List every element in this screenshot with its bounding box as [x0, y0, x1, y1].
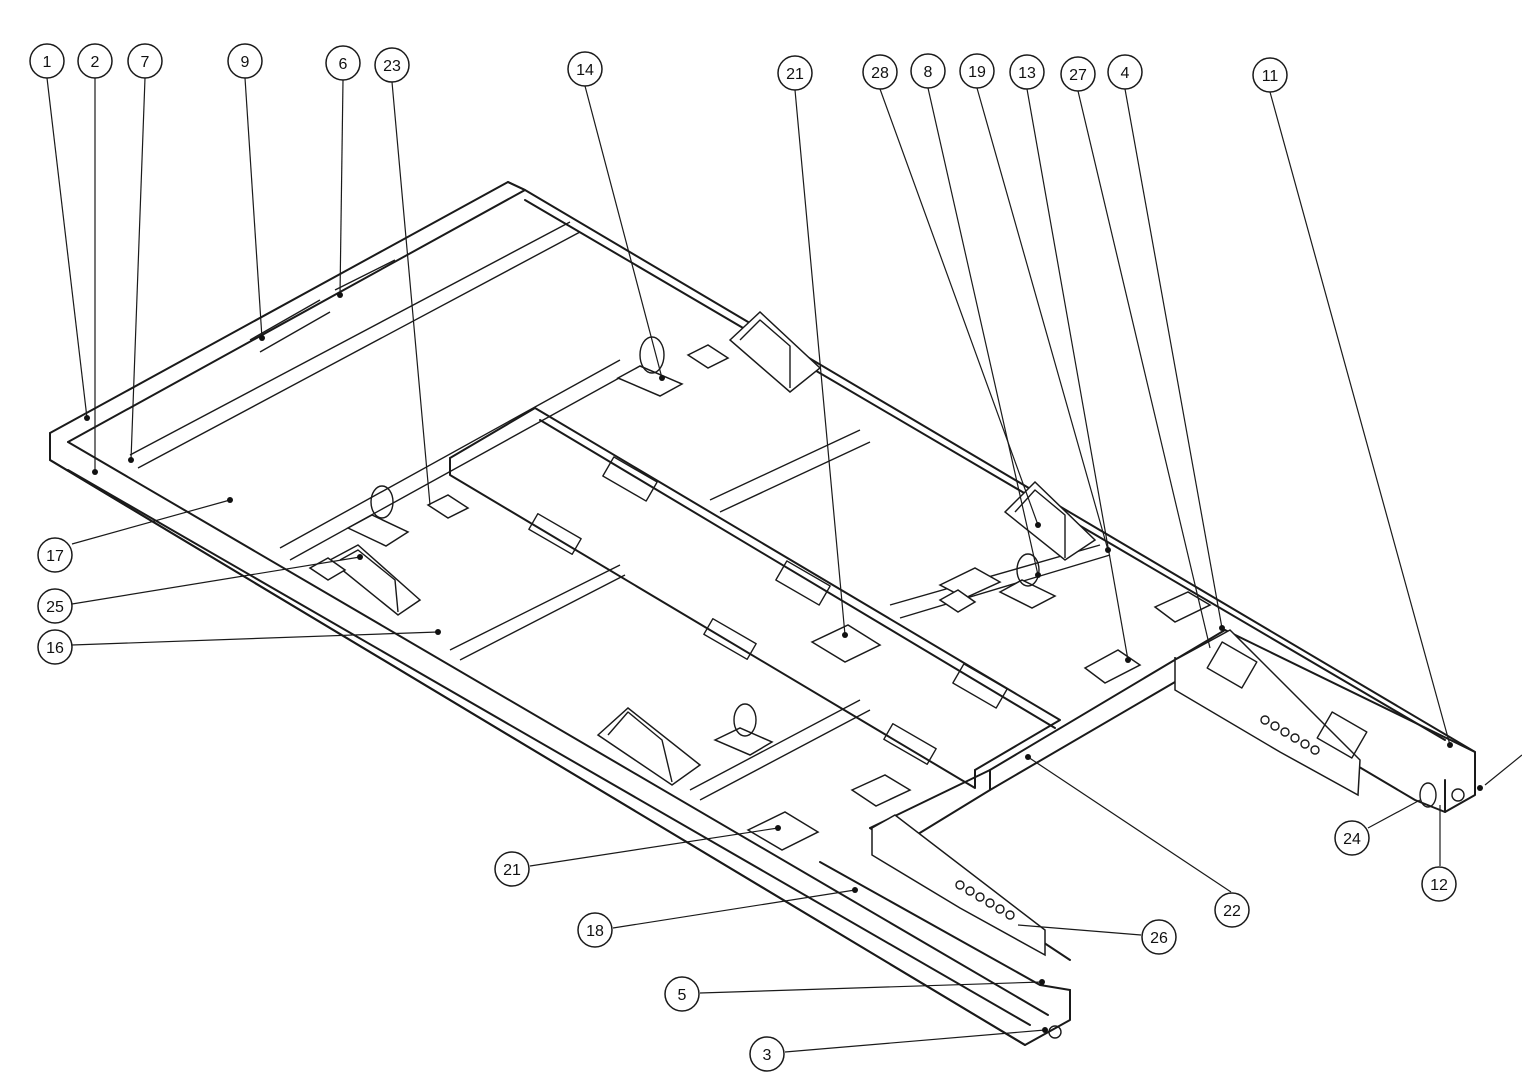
bracket-upper: [728, 310, 822, 393]
right-side-rail: [507, 181, 1476, 813]
hitch-assembly: [871, 629, 1465, 1039]
balloon-13-label: 13: [1018, 65, 1036, 82]
balloon-28: 28: [862, 54, 898, 90]
balloon-9: 9: [227, 43, 263, 79]
balloon-1: 1: [29, 43, 65, 79]
chain-plate-left: [871, 814, 1046, 957]
brackets: [308, 310, 1097, 786]
frame-structure: [49, 181, 1476, 1046]
bracket-left: [328, 544, 422, 616]
balloon-19-label: 19: [968, 64, 986, 81]
bracket-lower: [596, 707, 702, 786]
balloon-7: 7: [127, 43, 163, 79]
balloon-28-label: 28: [871, 65, 889, 82]
balloon-22-label: 22: [1223, 903, 1241, 920]
balloon-26-label: 26: [1150, 930, 1168, 947]
d-ring-left: [346, 485, 410, 547]
balloon-21-bottom-label: 21: [503, 862, 521, 879]
balloon-25-label: 25: [46, 599, 64, 616]
bracket-right: [1003, 480, 1097, 561]
balloon-23: 23: [374, 47, 410, 83]
balloon-22: 22: [1214, 892, 1250, 928]
balloon-1-label: 1: [43, 54, 52, 71]
floor-plate-21-upper: [810, 624, 882, 663]
balloon-24: 24: [1334, 820, 1370, 856]
balloon-3-label: 3: [763, 1047, 772, 1064]
rear-cross-member: [49, 181, 526, 443]
balloon-8-label: 8: [924, 64, 933, 81]
part-balloons: 1 2 7 9 6 23 14 21 28 8 19: [29, 43, 1457, 1072]
d-ring-14: [616, 336, 684, 397]
balloon-21-top-label: 21: [786, 66, 804, 83]
balloon-24-label: 24: [1343, 831, 1361, 848]
balloon-5: 5: [664, 976, 700, 1012]
balloon-16-label: 16: [46, 640, 64, 657]
balloon-21-top: 21: [777, 55, 813, 91]
balloon-27: 27: [1060, 56, 1096, 92]
balloon-19: 19: [959, 53, 995, 89]
balloon-7-label: 7: [141, 54, 150, 71]
balloon-4: 4: [1107, 54, 1143, 90]
balloon-14-label: 14: [576, 62, 594, 79]
balloon-27-label: 27: [1069, 67, 1087, 84]
balloon-4-label: 4: [1121, 65, 1130, 82]
balloon-6-label: 6: [339, 56, 348, 73]
balloon-16: 16: [37, 629, 73, 665]
balloon-14: 14: [567, 51, 603, 87]
balloon-6: 6: [325, 45, 361, 81]
d-ring-right: [998, 553, 1057, 609]
balloon-18-label: 18: [586, 923, 604, 940]
balloon-26: 26: [1141, 919, 1177, 955]
front-edge-rail: [49, 432, 1071, 1046]
balloon-11-label: 11: [1262, 68, 1279, 85]
balloon-11: 11: [1252, 57, 1288, 93]
balloon-9-label: 9: [241, 54, 250, 71]
balloon-2-label: 2: [91, 54, 100, 71]
d-ring-lower: [713, 703, 774, 756]
balloon-2: 2: [77, 43, 113, 79]
balloon-25: 25: [37, 588, 73, 624]
balloon-18: 18: [577, 912, 613, 948]
balloon-3: 3: [749, 1036, 785, 1072]
balloon-17-label: 17: [46, 548, 64, 565]
floor-plates: [746, 567, 1212, 851]
balloon-17: 17: [37, 537, 73, 573]
balloon-5-label: 5: [678, 987, 687, 1004]
balloon-23-label: 23: [383, 58, 401, 75]
chain-links: [955, 715, 1320, 920]
center-spine-beam: [449, 407, 1061, 771]
balloon-13: 13: [1009, 54, 1045, 90]
leader-lines: [46, 77, 1522, 1053]
balloon-8: 8: [910, 53, 946, 89]
clevis-24: [1419, 782, 1437, 808]
floor-plate-21-lower: [746, 811, 820, 851]
leader-dots: [84, 292, 1483, 1033]
balloon-21-bottom: 21: [494, 851, 530, 887]
balloon-12-label: 12: [1430, 877, 1448, 894]
floor-plate-13: [1083, 649, 1142, 684]
balloon-12: 12: [1421, 866, 1457, 902]
